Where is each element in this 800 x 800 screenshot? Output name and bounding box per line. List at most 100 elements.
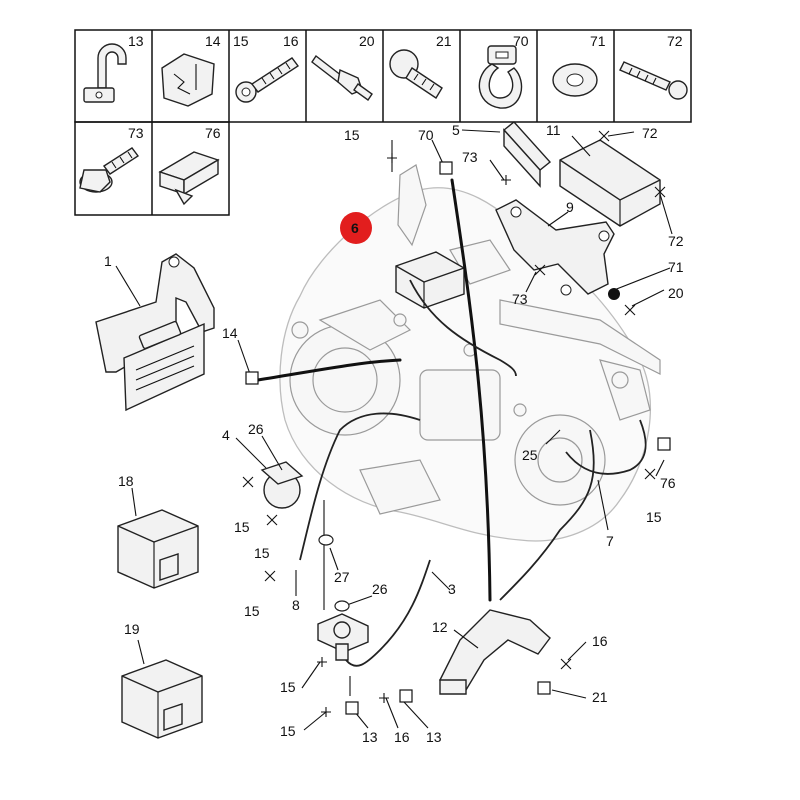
legend-label-20: 20 — [359, 33, 375, 49]
cross-marker — [598, 130, 610, 142]
harness-8 — [299, 412, 421, 561]
washer-27 — [318, 534, 334, 546]
callout-13-bottom-a: 13 — [362, 729, 378, 745]
legend-label-13: 13 — [128, 33, 144, 49]
callout-12: 12 — [432, 619, 448, 635]
callout-9: 9 — [566, 199, 574, 215]
highlight-label: 6 — [351, 220, 359, 236]
callout-14: 14 — [222, 325, 238, 341]
callout-72-top: 72 — [642, 125, 658, 141]
legend-label-14: 14 — [205, 33, 221, 49]
lower-bracket — [439, 609, 551, 695]
callout-4: 4 — [222, 427, 230, 443]
actuator-module — [395, 251, 465, 309]
gearbox-assembly — [279, 164, 661, 542]
callout-7: 7 — [606, 533, 614, 549]
cross-marker — [317, 657, 327, 667]
washer-26 — [334, 600, 350, 612]
relay-upper — [117, 509, 199, 589]
callout-72-side: 72 — [668, 233, 684, 249]
cross-marker — [242, 476, 254, 488]
callout-8: 8 — [292, 597, 300, 613]
square-marker — [439, 161, 453, 175]
highlight-badge — [340, 212, 372, 244]
callout-26-upper: 26 — [248, 421, 264, 437]
square-marker — [657, 437, 671, 451]
harness-7 — [499, 429, 595, 601]
sensor-unit — [260, 461, 304, 509]
control-unit-bracket — [95, 253, 215, 412]
square-marker — [245, 371, 259, 385]
callout-15-bottom-b: 15 — [280, 723, 296, 739]
callout-27: 27 — [334, 569, 350, 585]
callout-71: 71 — [668, 259, 684, 275]
clip-nut-icon — [158, 151, 220, 206]
callout-18: 18 — [118, 473, 134, 489]
callout-70: 70 — [418, 127, 434, 143]
square-marker — [537, 681, 551, 695]
legend-label-15: 15 — [233, 33, 249, 49]
long-bolt-icon — [619, 61, 688, 100]
callout-16-right: 16 — [592, 633, 608, 649]
cross-marker — [644, 468, 656, 480]
legend-label-21: 21 — [436, 33, 452, 49]
callout-73-top: 73 — [462, 149, 478, 165]
square-marker — [399, 689, 413, 703]
harness-connector — [565, 419, 647, 475]
cross-marker — [264, 570, 276, 582]
dot-marker — [608, 288, 620, 300]
position-sensor — [317, 613, 369, 661]
stud-icon — [311, 54, 373, 101]
relay-bracket — [502, 121, 552, 188]
callout-15-left-a: 15 — [234, 519, 250, 535]
legend-label-72: 72 — [667, 33, 683, 49]
washer-icon — [552, 63, 598, 97]
flange-bolt-icon — [79, 147, 140, 193]
cross-marker — [534, 264, 546, 276]
callout-25: 25 — [522, 447, 538, 463]
spring-clip-icon — [161, 53, 215, 107]
cable-14 — [256, 358, 402, 382]
legend-label-16: 16 — [283, 33, 299, 49]
callout-20: 20 — [668, 285, 684, 301]
callout-11: 11 — [546, 122, 561, 138]
legend-label-71: 71 — [590, 33, 606, 49]
cable-tie-icon — [478, 45, 523, 109]
legend-label-76: 76 — [205, 125, 221, 141]
relay-lower — [121, 659, 203, 739]
harness-upper — [409, 279, 517, 377]
cross-marker — [501, 175, 511, 185]
square-marker — [345, 701, 359, 715]
push-rivet-icon — [389, 49, 443, 99]
callout-1: 1 — [104, 253, 112, 269]
callout-labels: 15 70 5 11 72 73 9 72 71 20 73 1 14 4 26… — [104, 122, 684, 745]
callout-73-mid: 73 — [512, 291, 528, 307]
cross-marker — [266, 514, 278, 526]
callout-26-lower: 26 — [372, 581, 388, 597]
callout-19: 19 — [124, 621, 140, 637]
cross-marker — [321, 707, 331, 717]
cross-marker — [387, 153, 397, 163]
callout-16-bottom: 16 — [394, 729, 410, 745]
harness-3 — [345, 559, 431, 667]
callout-5: 5 — [452, 122, 460, 138]
markers — [242, 130, 671, 717]
main-cable — [450, 178, 492, 602]
callout-15-left-b: 15 — [254, 545, 270, 561]
cross-marker — [560, 658, 572, 670]
callout-15-top: 15 — [344, 127, 360, 143]
legend-grid: 13 14 15 16 20 21 70 71 72 73 76 — [74, 29, 692, 216]
callout-21: 21 — [592, 689, 608, 705]
cross-marker — [654, 186, 666, 198]
electronic-module — [559, 139, 661, 227]
cross-marker — [624, 304, 636, 316]
cross-marker — [379, 693, 389, 703]
legend-label-73: 73 — [128, 125, 144, 141]
callout-15-bottom-a: 15 — [280, 679, 296, 695]
callout-15-right: 15 — [646, 509, 662, 525]
callout-15-left-c: 15 — [244, 603, 260, 619]
pclip-icon — [83, 43, 127, 103]
callout-76: 76 — [660, 475, 676, 491]
bolt-icon — [235, 57, 300, 103]
